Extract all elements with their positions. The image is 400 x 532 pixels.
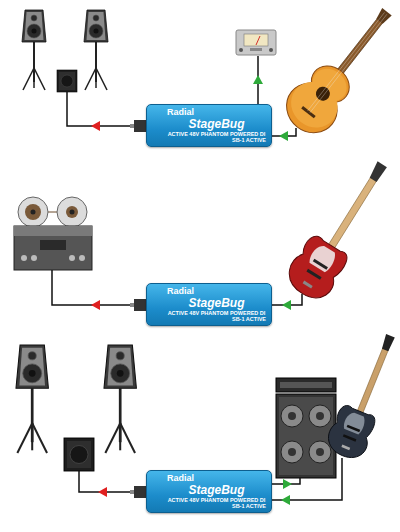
panel-label: ACTIVE 48V PHANTOM POWERED DI bbox=[167, 131, 266, 137]
signal-arrow bbox=[279, 131, 288, 141]
wire bbox=[67, 92, 130, 126]
tape-deck bbox=[31, 210, 36, 215]
brand-logo: Radial bbox=[167, 108, 266, 118]
bass-amplifier bbox=[279, 397, 333, 475]
acoustic-guitar bbox=[310, 14, 387, 113]
bass-amplifier bbox=[281, 405, 303, 427]
tuner bbox=[244, 34, 268, 46]
bass-amplifier bbox=[316, 448, 324, 456]
bass-amplifier bbox=[288, 448, 296, 456]
bass-amplifier bbox=[276, 378, 336, 392]
signal-arrow bbox=[91, 300, 100, 310]
bass-amplifier bbox=[280, 382, 332, 388]
tuner bbox=[250, 48, 262, 51]
signal-arrow bbox=[281, 495, 290, 505]
tape-deck bbox=[66, 206, 78, 218]
bass-amplifier bbox=[276, 394, 336, 478]
bass-amplifier bbox=[276, 378, 336, 478]
di-box: RadialStageBugACTIVE 48V PHANTOM POWERED… bbox=[146, 283, 272, 326]
bass-guitar bbox=[281, 151, 400, 305]
tuner bbox=[236, 30, 276, 55]
panel-label: SB-1 ACTIVE bbox=[167, 316, 266, 322]
signal-arrow bbox=[253, 75, 263, 84]
bass-guitar bbox=[323, 403, 379, 463]
tape-deck bbox=[79, 255, 85, 261]
tape-deck bbox=[70, 210, 75, 215]
tape-deck bbox=[14, 226, 92, 270]
xlr-connector bbox=[130, 124, 134, 128]
product-name: StageBug bbox=[167, 297, 266, 310]
signal-arrow bbox=[283, 479, 292, 489]
product-name: StageBug bbox=[167, 484, 266, 497]
brand-logo: Radial bbox=[167, 287, 266, 297]
tape-deck bbox=[69, 255, 75, 261]
subwoofer bbox=[57, 70, 77, 92]
tuner bbox=[239, 48, 243, 52]
bass-guitar bbox=[341, 445, 350, 451]
panel-label: ACTIVE 48V PHANTOM POWERED DI bbox=[167, 310, 266, 316]
panel-label: ACTIVE 48V PHANTOM POWERED DI bbox=[167, 497, 266, 503]
bass-guitar bbox=[342, 411, 367, 436]
pa-speaker bbox=[84, 10, 108, 90]
bass-guitar bbox=[313, 259, 328, 270]
subwoofer bbox=[64, 438, 94, 471]
tuner bbox=[236, 30, 276, 55]
bass-amplifier bbox=[309, 405, 331, 427]
signal-arrow bbox=[98, 487, 107, 497]
tape-deck bbox=[25, 204, 41, 220]
di-box: RadialStageBugACTIVE 48V PHANTOM POWERED… bbox=[146, 104, 272, 147]
acoustic-guitar bbox=[375, 8, 392, 25]
pa-speaker bbox=[22, 10, 46, 90]
pa-speaker bbox=[104, 345, 136, 453]
acoustic-guitar bbox=[313, 84, 333, 104]
bass-amplifier bbox=[309, 441, 331, 463]
di-box: RadialStageBugACTIVE 48V PHANTOM POWERED… bbox=[146, 470, 272, 513]
bass-guitar bbox=[306, 269, 321, 280]
bass-guitar bbox=[347, 425, 361, 432]
wire bbox=[270, 458, 342, 500]
pa-speaker bbox=[16, 345, 48, 453]
acoustic-guitar bbox=[308, 12, 385, 111]
tape-deck bbox=[14, 197, 92, 270]
wire bbox=[52, 270, 130, 305]
bass-amplifier bbox=[281, 441, 303, 463]
tuner bbox=[256, 36, 260, 45]
tape-deck bbox=[14, 226, 92, 236]
panel-label: SB-1 ACTIVE bbox=[167, 137, 266, 143]
bass-guitar bbox=[356, 347, 388, 415]
brand-logo: Radial bbox=[167, 474, 266, 484]
bass-guitar bbox=[368, 161, 387, 182]
bass-guitar bbox=[380, 334, 394, 352]
tape-deck bbox=[18, 197, 48, 227]
tuner bbox=[269, 48, 273, 52]
acoustic-guitar bbox=[277, 0, 400, 143]
product-name: StageBug bbox=[167, 118, 266, 131]
tape-deck bbox=[31, 255, 37, 261]
bass-amplifier bbox=[288, 412, 296, 420]
bass-guitar bbox=[323, 328, 400, 463]
acoustic-guitar bbox=[306, 62, 353, 108]
signal-arrow bbox=[282, 300, 291, 310]
panel-label: SB-1 ACTIVE bbox=[167, 503, 266, 509]
signal-arrow bbox=[91, 121, 100, 131]
xlr-connector bbox=[130, 490, 134, 494]
tape-deck bbox=[57, 197, 87, 227]
tape-deck bbox=[40, 240, 66, 250]
bass-amplifier bbox=[316, 412, 324, 420]
bass-guitar bbox=[343, 434, 357, 441]
bass-guitar bbox=[327, 176, 377, 251]
bass-guitar bbox=[307, 243, 338, 274]
bass-guitar bbox=[303, 281, 313, 289]
bass-guitar bbox=[281, 232, 351, 306]
tape-deck bbox=[21, 255, 27, 261]
xlr-connector bbox=[130, 303, 134, 307]
